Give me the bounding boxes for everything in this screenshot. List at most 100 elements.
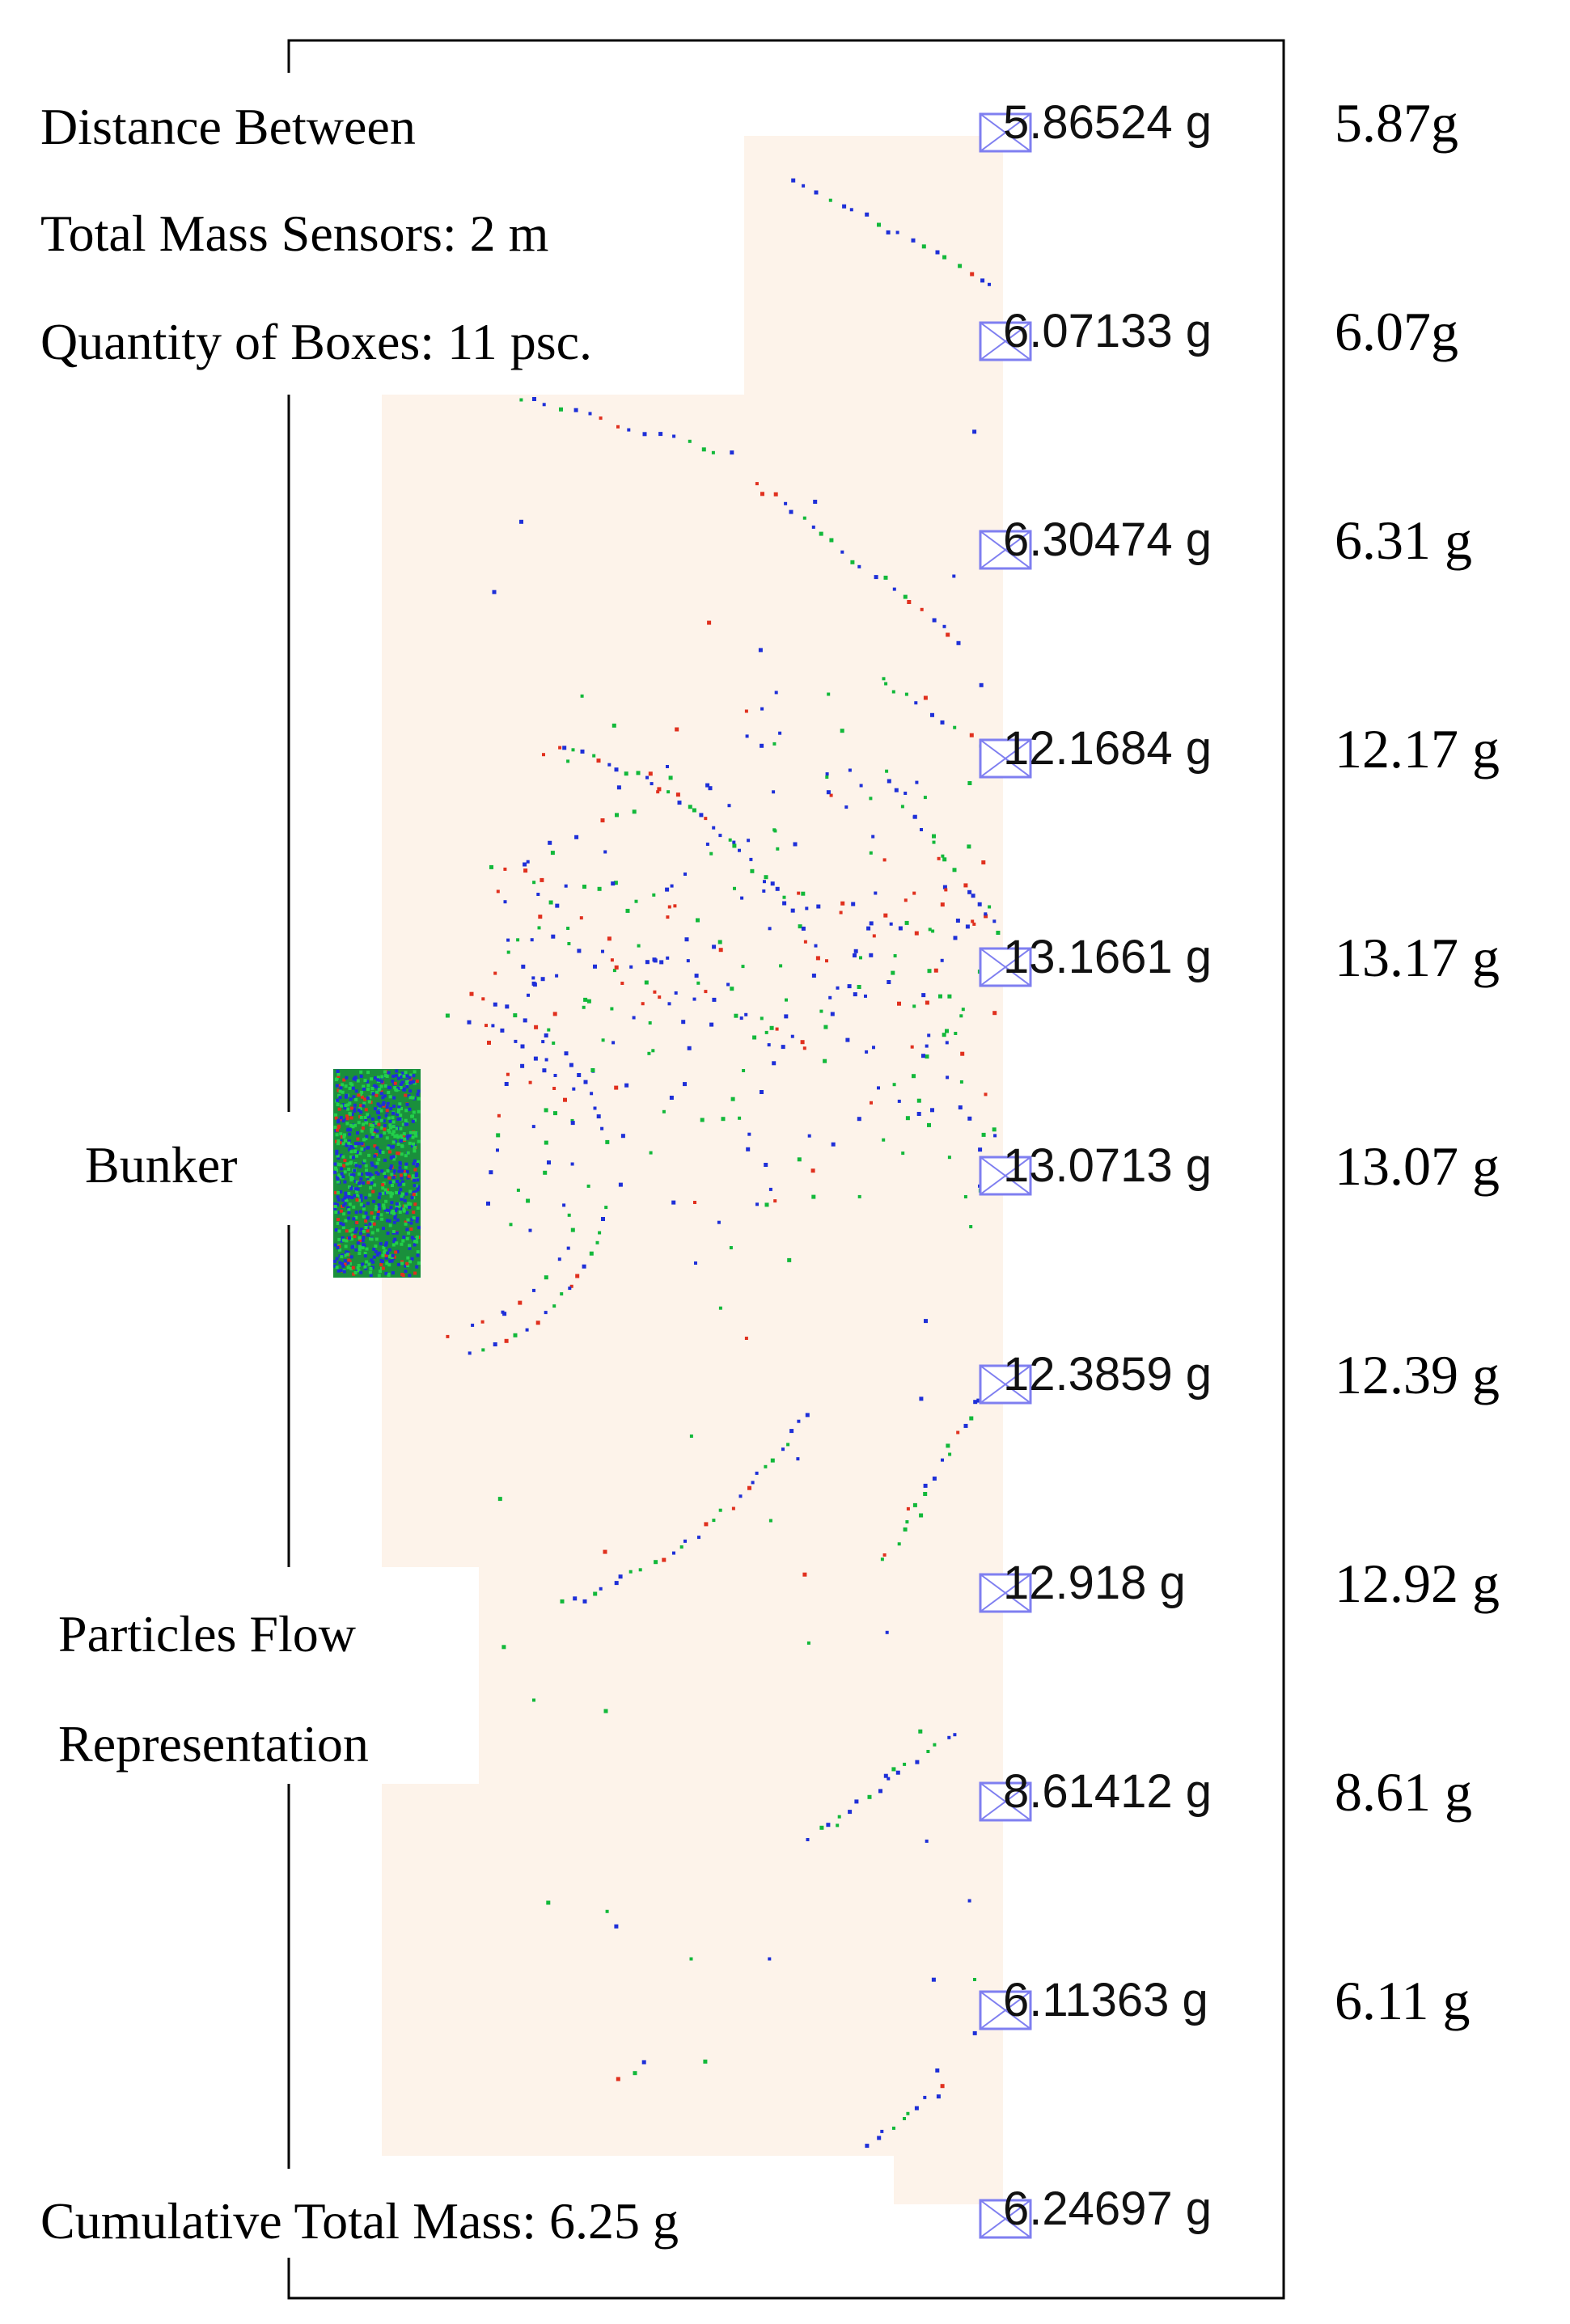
bunker-particle: [403, 1170, 406, 1173]
bunker-particle: [384, 1113, 388, 1118]
bunker-particle: [349, 1155, 353, 1159]
bunker-particle: [413, 1243, 417, 1247]
particle: [889, 922, 893, 926]
particle: [882, 1553, 887, 1557]
bunker-particle: [375, 1205, 379, 1209]
bunker-particle: [346, 1143, 350, 1147]
bunker-particle: [416, 1188, 420, 1192]
bunker-particle: [370, 1163, 375, 1167]
bunker-particle: [397, 1191, 401, 1195]
bunker-particle: [394, 1209, 398, 1213]
bunker-particle: [341, 1223, 345, 1227]
particle: [718, 1306, 722, 1310]
particle: [614, 1924, 619, 1929]
particle-field-lower: [894, 2154, 1003, 2204]
bunker-particle: [380, 1092, 383, 1096]
particle: [697, 1536, 700, 1540]
particle: [603, 1709, 608, 1713]
bunker-particle: [349, 1123, 353, 1127]
particle: [600, 818, 605, 822]
particle: [544, 1033, 548, 1037]
bunker-particle: [412, 1074, 416, 1078]
particle: [935, 250, 940, 255]
particle: [807, 1134, 811, 1138]
particle: [492, 589, 497, 594]
particle: [718, 1508, 722, 1512]
particle: [978, 1147, 983, 1152]
particle: [582, 1005, 586, 1009]
bunker-particle: [341, 1103, 345, 1107]
bunker-particle: [376, 1078, 379, 1082]
bunker-particle: [351, 1266, 355, 1270]
bunker-particle: [336, 1156, 341, 1160]
bunker-particle: [367, 1100, 371, 1104]
particle: [884, 682, 888, 686]
bunker-particle: [341, 1225, 345, 1229]
particle: [607, 936, 611, 941]
particle: [923, 2095, 927, 2099]
particle: [467, 1020, 472, 1025]
bunker-particle: [416, 1163, 419, 1166]
particle: [840, 550, 844, 554]
bunker-particle: [341, 1264, 345, 1268]
particle: [935, 2068, 940, 2073]
particle: [931, 929, 935, 933]
bunker-particle: [371, 1092, 375, 1096]
particle: [953, 1733, 957, 1737]
bunker-particle: [371, 1176, 375, 1180]
particle: [877, 2136, 882, 2140]
bunker-particle: [413, 1118, 417, 1122]
particle: [956, 640, 961, 645]
bunker-particle: [374, 1084, 378, 1088]
bunker-particle: [380, 1080, 384, 1084]
particle: [927, 1122, 931, 1127]
particle: [925, 1839, 929, 1843]
particle: [601, 1217, 605, 1221]
particle: [883, 913, 888, 918]
bunker-particle: [404, 1093, 408, 1097]
bunker-particle: [398, 1182, 402, 1186]
particle: [857, 564, 861, 568]
particle: [553, 1111, 557, 1116]
bunker-particle: [378, 1078, 382, 1082]
particle: [557, 1257, 561, 1261]
particle: [570, 1121, 575, 1126]
particle-field-upper: [744, 136, 1003, 396]
particle: [614, 1085, 619, 1090]
bunker-particle: [336, 1142, 340, 1146]
bunker-particle: [349, 1097, 353, 1101]
bunker-particle: [400, 1180, 404, 1184]
bunker-particle: [370, 1237, 374, 1241]
bunker-particle: [353, 1103, 357, 1107]
bunker-particle: [341, 1119, 345, 1123]
particle: [904, 920, 909, 925]
particle: [634, 899, 638, 903]
particle: [593, 964, 597, 969]
bunker-particle: [347, 1192, 351, 1195]
bunker-particle: [412, 1193, 416, 1197]
particle: [802, 1572, 807, 1577]
sensor-reading: 13.1661 g: [1003, 931, 1212, 983]
particle: [916, 1112, 921, 1116]
particle: [445, 1013, 450, 1018]
particle: [869, 953, 874, 957]
bunker-particle: [401, 1239, 405, 1243]
particle: [612, 969, 616, 973]
bunker-particle: [417, 1089, 421, 1093]
bunker-particle: [341, 1198, 345, 1202]
particle: [959, 1014, 963, 1018]
particle: [831, 1142, 836, 1147]
particle: [693, 1201, 696, 1204]
particle: [739, 1016, 743, 1020]
bunker-particle: [341, 1083, 345, 1087]
particle: [560, 1599, 565, 1604]
particle: [692, 808, 696, 813]
bunker-particle: [350, 1196, 354, 1199]
bunker-particle: [339, 1132, 343, 1136]
bunker-particle: [362, 1104, 366, 1108]
bunker-particle: [352, 1217, 356, 1221]
bunker-particle: [416, 1206, 420, 1210]
particle: [782, 901, 787, 906]
particle: [769, 1025, 774, 1030]
particle: [540, 977, 545, 982]
